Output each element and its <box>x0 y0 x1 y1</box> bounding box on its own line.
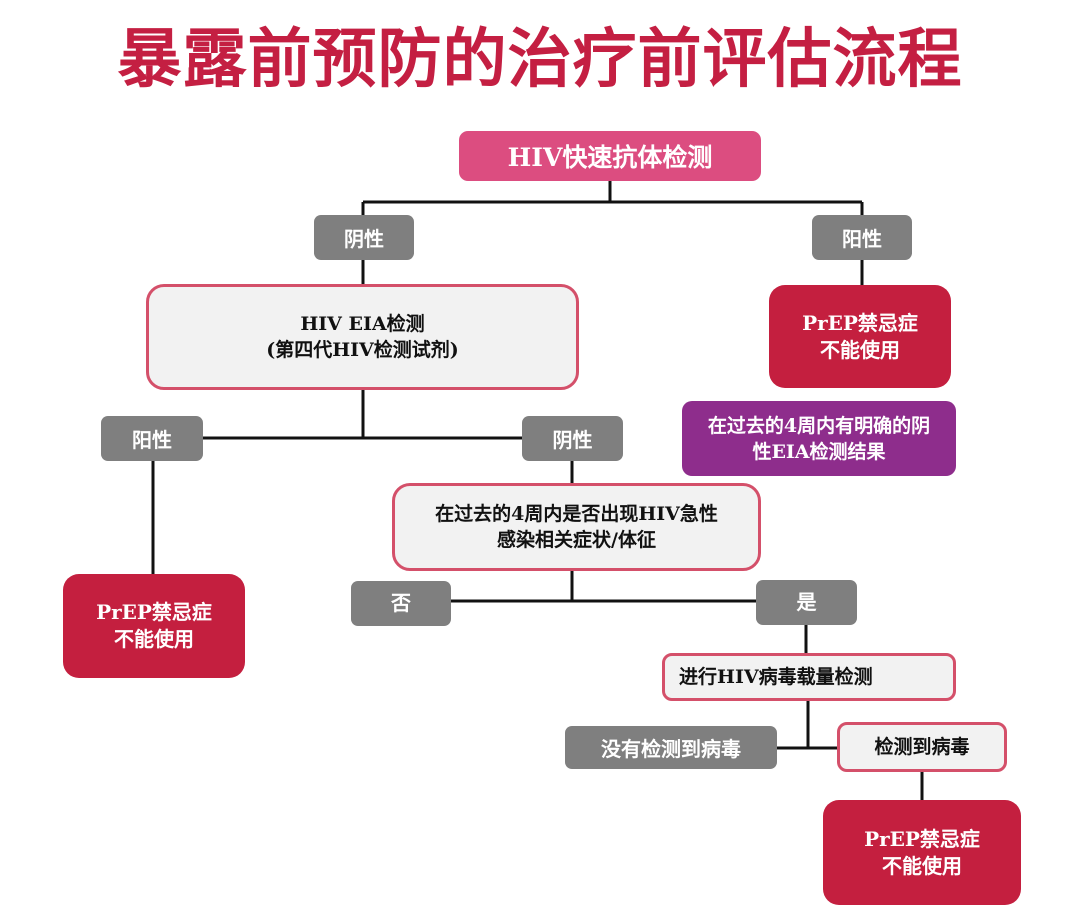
node-label: 阴性 <box>552 428 593 452</box>
node-label: 阳性 <box>132 428 172 452</box>
node-label-line1: PrEP禁忌症 <box>96 600 212 624</box>
acute-symptom-question-node: 在过去的4周内是否出现HIV急性 感染相关症状/体征 <box>392 483 761 571</box>
node-label-line2: 不能使用 <box>882 853 962 878</box>
eia-test-node: HIV EIA检测 (第四代HIV检测试剂) <box>146 284 579 390</box>
eia-positive-label: 阳性 <box>101 416 203 461</box>
virus-detected-node: 检测到病毒 <box>837 722 1007 772</box>
answer-yes-label: 是 <box>756 580 857 625</box>
viral-load-test-node: 进行HIV病毒载量检测 <box>662 653 956 701</box>
page-title: 暴露前预防的治疗前评估流程 <box>117 23 963 97</box>
node-label-line1: HIV EIA检测 <box>300 313 425 335</box>
node-label: 阴性 <box>344 227 384 251</box>
node-label: 进行HIV病毒载量检测 <box>679 666 873 688</box>
node-label: 是 <box>796 590 817 614</box>
contraindication-node-bottom: PrEP禁忌症 不能使用 <box>823 800 1021 905</box>
negative-eia-note: 在过去的4周内有明确的阴 性EIA检测结果 <box>682 401 956 476</box>
rapid-positive-label: 阳性 <box>812 215 912 260</box>
node-label-line2: 性EIA检测结果 <box>752 440 886 463</box>
virus-not-detected-label: 没有检测到病毒 <box>565 726 777 769</box>
node-label: 阳性 <box>842 227 882 251</box>
eia-negative-label: 阴性 <box>522 416 623 461</box>
node-label-line1: 在过去的4周内有明确的阴 <box>707 414 931 437</box>
node-label-line1: PrEP禁忌症 <box>802 310 918 335</box>
node-label-line2: 感染相关症状/体征 <box>497 529 656 551</box>
node-label-line2: 不能使用 <box>114 627 194 651</box>
node-label-line1: PrEP禁忌症 <box>864 826 980 851</box>
node-label: 没有检测到病毒 <box>601 737 741 761</box>
node-label: 否 <box>391 591 411 615</box>
rapid-antibody-test-node: HIV快速抗体检测 <box>459 131 761 181</box>
node-label-line2: 不能使用 <box>820 337 900 362</box>
node-label: HIV快速抗体检测 <box>507 143 713 172</box>
rapid-negative-label: 阴性 <box>314 215 414 260</box>
node-label-line1: 在过去的4周内是否出现HIV急性 <box>435 503 718 525</box>
contraindication-node-left: PrEP禁忌症 不能使用 <box>63 574 245 678</box>
node-label: 检测到病毒 <box>874 736 970 758</box>
node-label-line2: (第四代HIV检测试剂) <box>266 339 459 361</box>
answer-no-label: 否 <box>351 581 451 626</box>
contraindication-node-top-right: PrEP禁忌症 不能使用 <box>769 285 951 388</box>
